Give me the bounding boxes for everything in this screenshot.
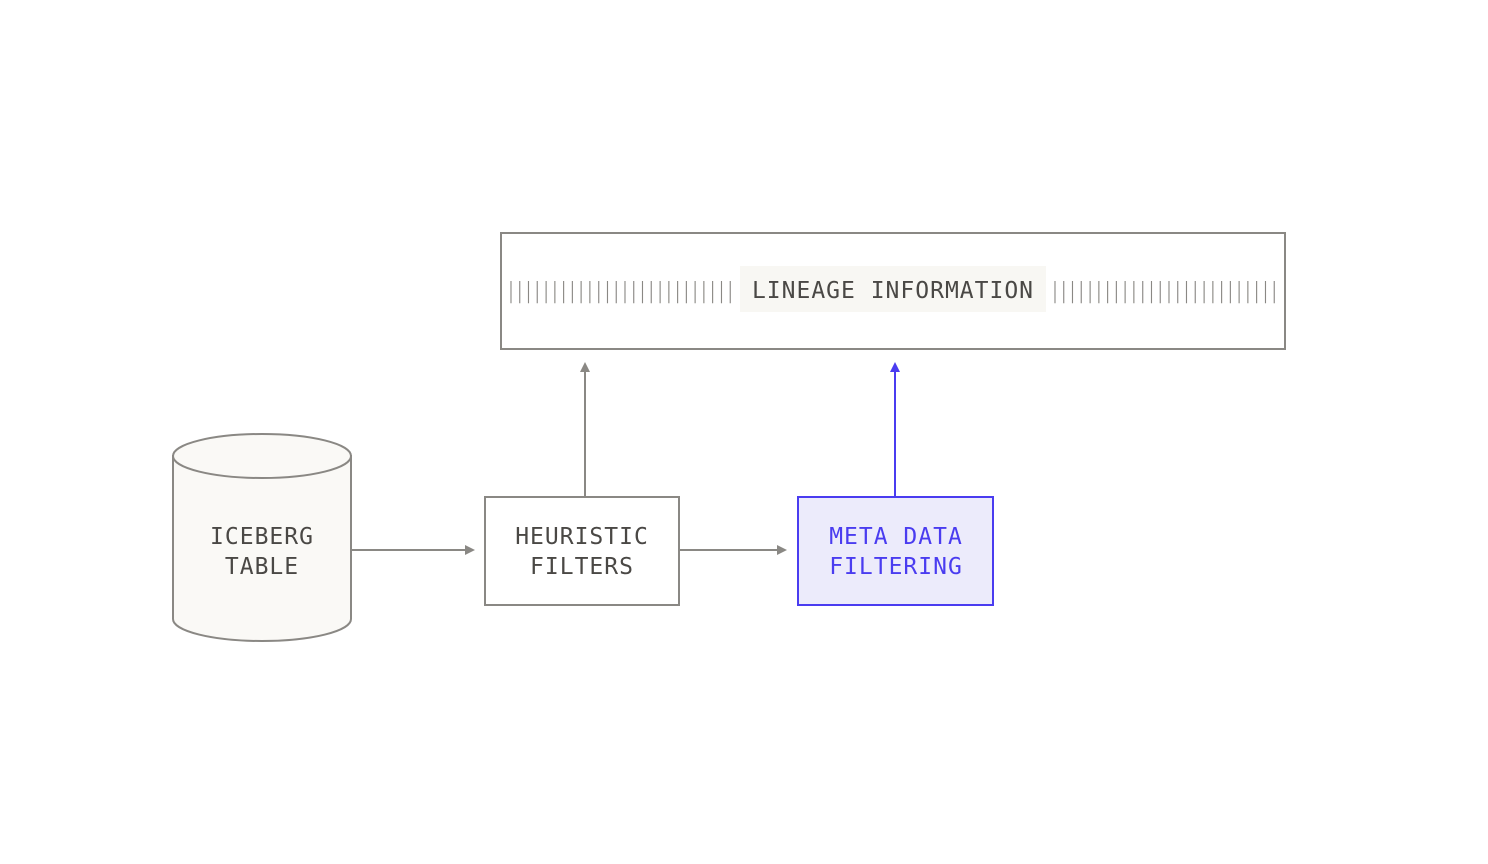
iceberg-table-node: ICEBERG TABLE: [172, 433, 352, 642]
arrowhead-icon: [777, 545, 787, 555]
cylinder-body: [172, 455, 352, 642]
meta-data-filtering-node: META DATA FILTERING: [797, 496, 994, 606]
meta-data-filtering-label-line1: META DATA: [829, 524, 963, 550]
heuristic-filters-label-line2: FILTERS: [530, 554, 634, 580]
edge-heuristic-to-meta: [679, 545, 787, 555]
lineage-right-ticks: ||||||||||||||||||||||||||: [1051, 279, 1279, 304]
lineage-label-background: [740, 266, 1046, 312]
iceberg-table-label-line1: ICEBERG: [210, 524, 314, 550]
meta-data-filtering-label-line2: FILTERING: [829, 554, 963, 580]
heuristic-filters-label-line1: HEURISTIC: [515, 524, 649, 550]
lineage-left-ticks: ||||||||||||||||||||||||||: [507, 279, 735, 304]
lineage-information-node: |||||||||||||||||||||||||| LINEAGE INFOR…: [500, 232, 1286, 350]
lineage-label: LINEAGE INFORMATION: [752, 278, 1034, 304]
arrowhead-icon: [465, 545, 475, 555]
edge-iceberg-to-heuristic: [351, 545, 475, 555]
edge-heuristic-to-lineage: [580, 362, 590, 497]
heuristic-filters-box: [484, 496, 680, 606]
cylinder-top: [172, 433, 352, 479]
heuristic-filters-node: HEURISTIC FILTERS: [484, 496, 680, 606]
arrowhead-icon: [890, 362, 900, 372]
edge-meta-to-lineage: [890, 362, 900, 497]
iceberg-table-label-line2: TABLE: [225, 554, 299, 580]
arrowhead-icon: [580, 362, 590, 372]
meta-data-filtering-box: [797, 496, 994, 606]
